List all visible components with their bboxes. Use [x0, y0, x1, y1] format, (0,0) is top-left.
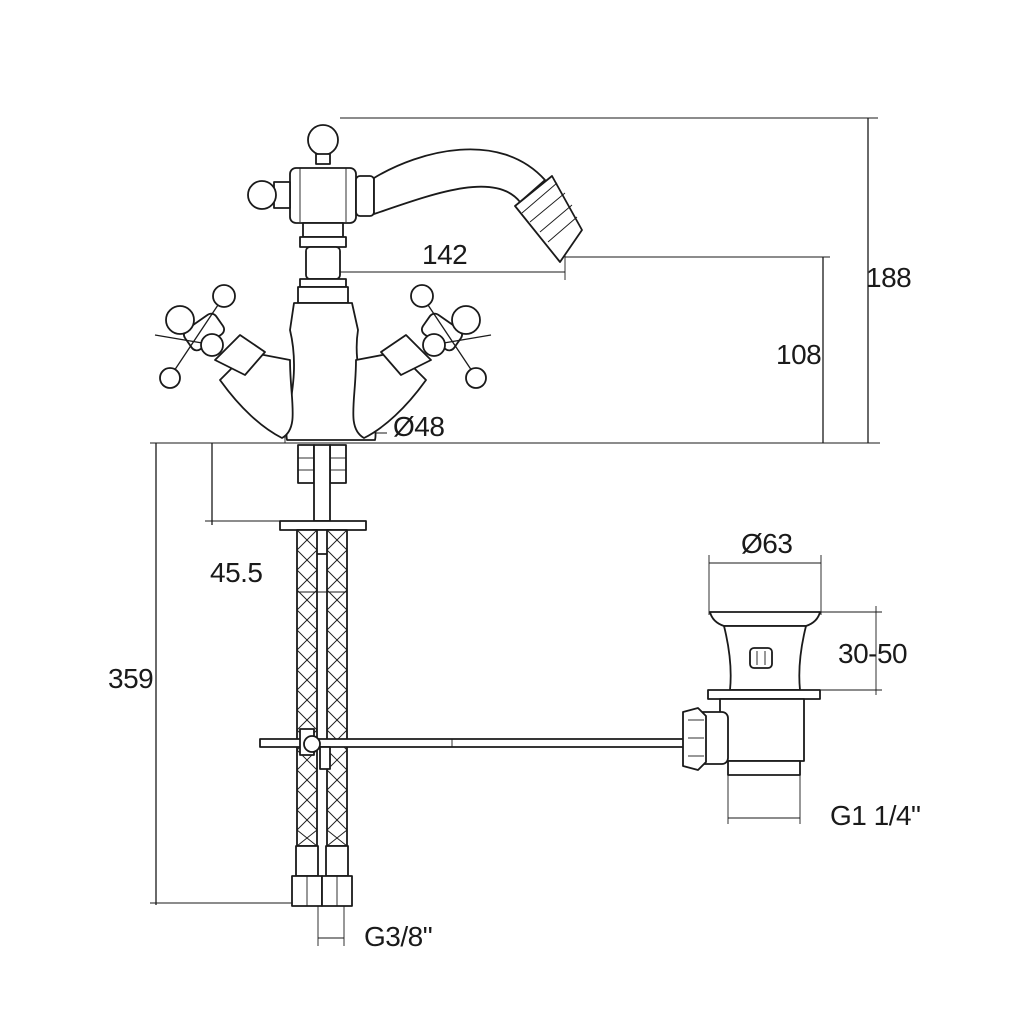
hose-length-label: 359: [108, 663, 153, 694]
shank-length-label: 45.5: [210, 557, 263, 588]
dimension-labels: 142 188 108 Ø48 45.5 359 G3/8" Ø63 30-50…: [108, 239, 921, 952]
right-handle: [352, 284, 492, 439]
waste-diameter-label: Ø63: [741, 528, 792, 559]
left-handle: [154, 284, 294, 439]
spout-height-label: 108: [776, 339, 821, 370]
hose-braid: [296, 529, 348, 847]
waste-range-label: 30-50: [838, 638, 907, 669]
popup-rod: [259, 728, 686, 770]
waste-fitting: [682, 611, 821, 776]
supply-hoses: [279, 444, 367, 907]
tap-body: [247, 124, 583, 441]
dimension-lines: [150, 117, 882, 946]
base-diameter-label: Ø48: [393, 411, 444, 442]
spout-reach-label: 142: [422, 239, 467, 270]
hose-connection-label: G3/8": [364, 921, 432, 952]
waste-thread-label: G1 1/4": [830, 800, 921, 831]
total-height-label: 188: [866, 262, 911, 293]
